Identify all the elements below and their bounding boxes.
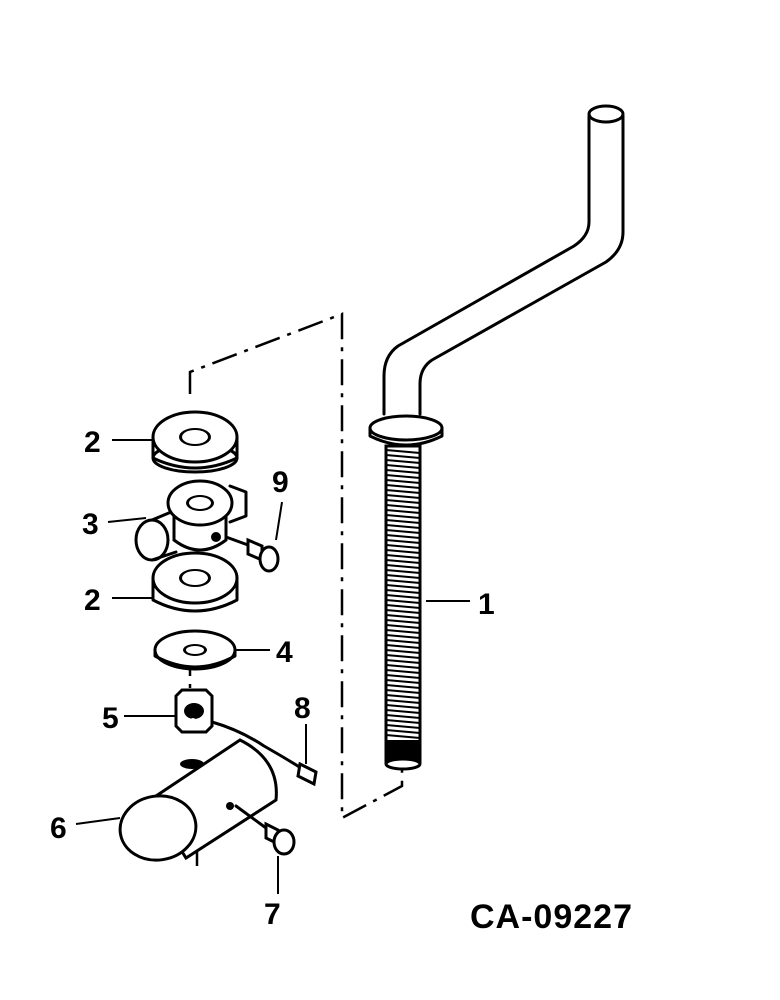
thread-mark — [385, 569, 421, 574]
thread-mark — [385, 614, 421, 619]
thread-mark — [385, 529, 421, 534]
callout-8: 8 — [294, 692, 311, 725]
thread-mark — [385, 459, 421, 464]
thread-mark — [385, 589, 421, 594]
thread-mark — [385, 609, 421, 614]
thread-mark — [385, 689, 421, 694]
thread-mark — [385, 679, 421, 684]
thread-mark — [385, 514, 421, 519]
thread-mark — [385, 719, 421, 724]
thread-mark — [385, 734, 421, 739]
thread-mark — [385, 664, 421, 669]
thread-mark — [385, 464, 421, 469]
thread-mark — [385, 594, 421, 599]
thread-mark — [385, 499, 421, 504]
thread-mark — [385, 474, 421, 479]
callout-3: 3 — [82, 508, 99, 541]
thread-mark — [385, 669, 421, 674]
thread-mark — [385, 484, 421, 489]
leader-lines — [75, 439, 470, 894]
thread-mark — [385, 729, 421, 734]
thread-mark — [385, 504, 421, 509]
callout-labels: 1 2 3 9 2 4 5 8 6 7 — [50, 426, 495, 931]
thread-mark — [385, 694, 421, 699]
part-9-set-screw — [224, 535, 280, 573]
rod-threads — [385, 449, 421, 739]
thread-mark — [385, 489, 421, 494]
thread-mark — [385, 604, 421, 609]
callout-1: 1 — [478, 588, 495, 621]
part-2-lower-spacer — [151, 551, 239, 613]
thread-mark — [385, 449, 421, 454]
thread-mark — [385, 544, 421, 549]
thread-mark — [385, 454, 421, 459]
part-7-bolt — [264, 821, 296, 856]
part-2-upper-spacer — [151, 410, 239, 474]
callout-2-upper: 2 — [84, 426, 101, 459]
part-6-cylinder-housing — [118, 738, 278, 862]
thread-mark — [385, 539, 421, 544]
thread-mark — [385, 674, 421, 679]
callout-2-lower: 2 — [84, 584, 101, 617]
part-1-threaded-rod — [368, 104, 625, 771]
thread-mark — [385, 509, 421, 514]
callout-6: 6 — [50, 812, 67, 845]
thread-mark — [385, 649, 421, 654]
part-8-terminal — [210, 720, 318, 787]
thread-mark — [385, 624, 421, 629]
callout-4: 4 — [276, 636, 293, 669]
thread-mark — [385, 534, 421, 539]
thread-mark — [385, 599, 421, 604]
callout-9: 9 — [272, 466, 289, 499]
thread-mark — [385, 709, 421, 714]
thread-mark — [385, 549, 421, 554]
reference-code: CA-09227 — [470, 898, 633, 936]
thread-mark — [385, 704, 421, 709]
thread-mark — [385, 619, 421, 624]
callout-7: 7 — [264, 898, 281, 931]
callout-5: 5 — [102, 702, 119, 735]
thread-mark — [385, 634, 421, 639]
thread-mark — [385, 699, 421, 704]
thread-mark — [385, 714, 421, 719]
thread-mark — [385, 574, 421, 579]
thread-mark — [385, 469, 421, 474]
thread-mark — [385, 579, 421, 584]
part-5-hex-nut — [174, 688, 214, 734]
thread-mark — [385, 519, 421, 524]
thread-mark — [385, 559, 421, 564]
thread-mark — [385, 564, 421, 569]
part-3-swivel-block — [134, 479, 248, 562]
thread-mark — [385, 724, 421, 729]
thread-mark — [385, 639, 421, 644]
thread-mark — [385, 659, 421, 664]
thread-mark — [385, 644, 421, 649]
thread-mark — [385, 584, 421, 589]
thread-mark — [385, 524, 421, 529]
thread-mark — [385, 629, 421, 634]
thread-mark — [385, 494, 421, 499]
thread-mark — [385, 479, 421, 484]
thread-mark — [385, 554, 421, 559]
thread-mark — [385, 654, 421, 659]
thread-mark — [385, 684, 421, 689]
part-4-flat-washer — [153, 629, 237, 671]
